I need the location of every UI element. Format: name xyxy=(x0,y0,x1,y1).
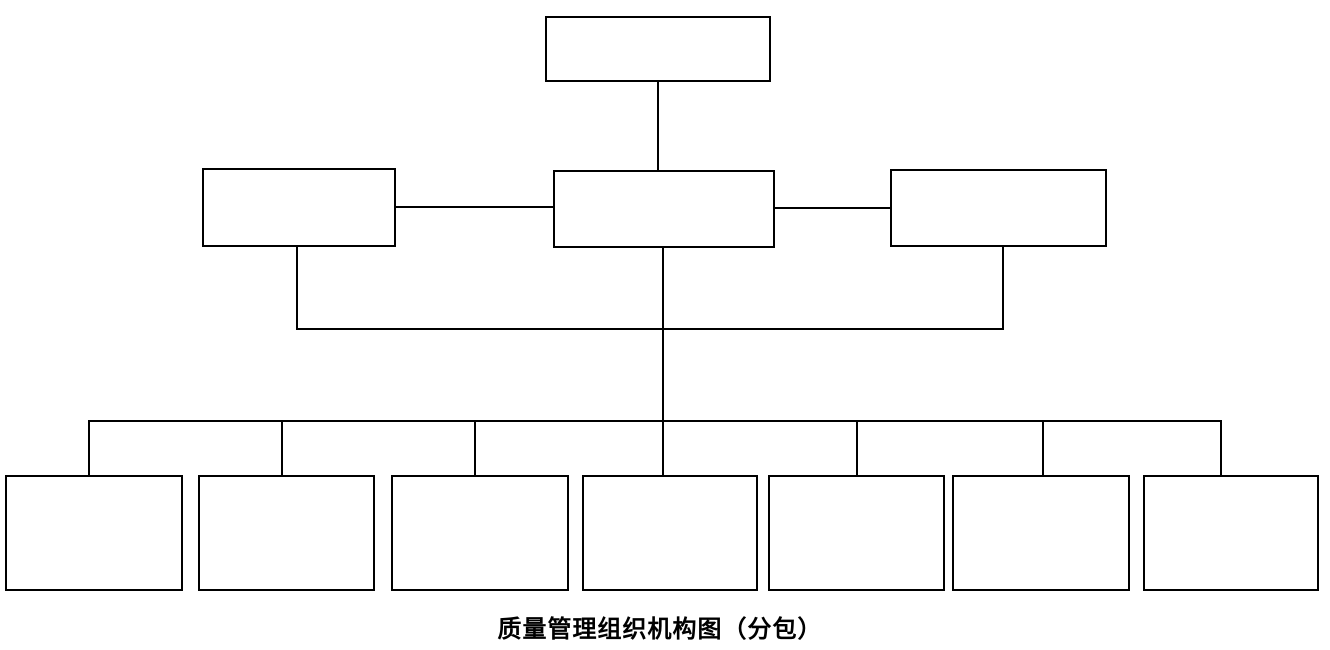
connector-top-trunk xyxy=(657,81,659,170)
org-box-middle-center xyxy=(553,170,775,248)
org-box-bottom-6 xyxy=(952,475,1130,591)
org-box-bottom-7 xyxy=(1143,475,1319,591)
org-box-bottom-3 xyxy=(391,475,569,591)
connector-left-drop xyxy=(296,247,298,330)
diagram-caption: 质量管理组织机构图（分包） xyxy=(497,617,823,643)
org-box-bottom-2 xyxy=(198,475,375,591)
connector-center-trunk xyxy=(662,248,664,422)
connector-drop-2 xyxy=(281,420,283,475)
connector-bridge-horizontal xyxy=(296,328,1004,330)
org-box-bottom-4 xyxy=(582,475,758,591)
org-box-bottom-5 xyxy=(768,475,945,591)
connector-drop-5 xyxy=(856,420,858,475)
connector-mid-right-horizontal xyxy=(775,207,890,209)
connector-drop-4 xyxy=(662,420,664,475)
connector-mid-left-horizontal xyxy=(396,206,553,208)
org-box-top xyxy=(545,16,771,82)
org-box-bottom-1 xyxy=(5,475,183,591)
org-box-middle-right xyxy=(890,169,1107,247)
connector-drop-7 xyxy=(1220,420,1222,475)
org-box-middle-left xyxy=(202,168,396,247)
connector-drop-3 xyxy=(474,420,476,475)
connector-drop-6 xyxy=(1042,420,1044,475)
connector-bottom-bus xyxy=(88,420,1222,422)
connector-right-drop xyxy=(1002,247,1004,330)
connector-drop-1 xyxy=(88,420,90,475)
